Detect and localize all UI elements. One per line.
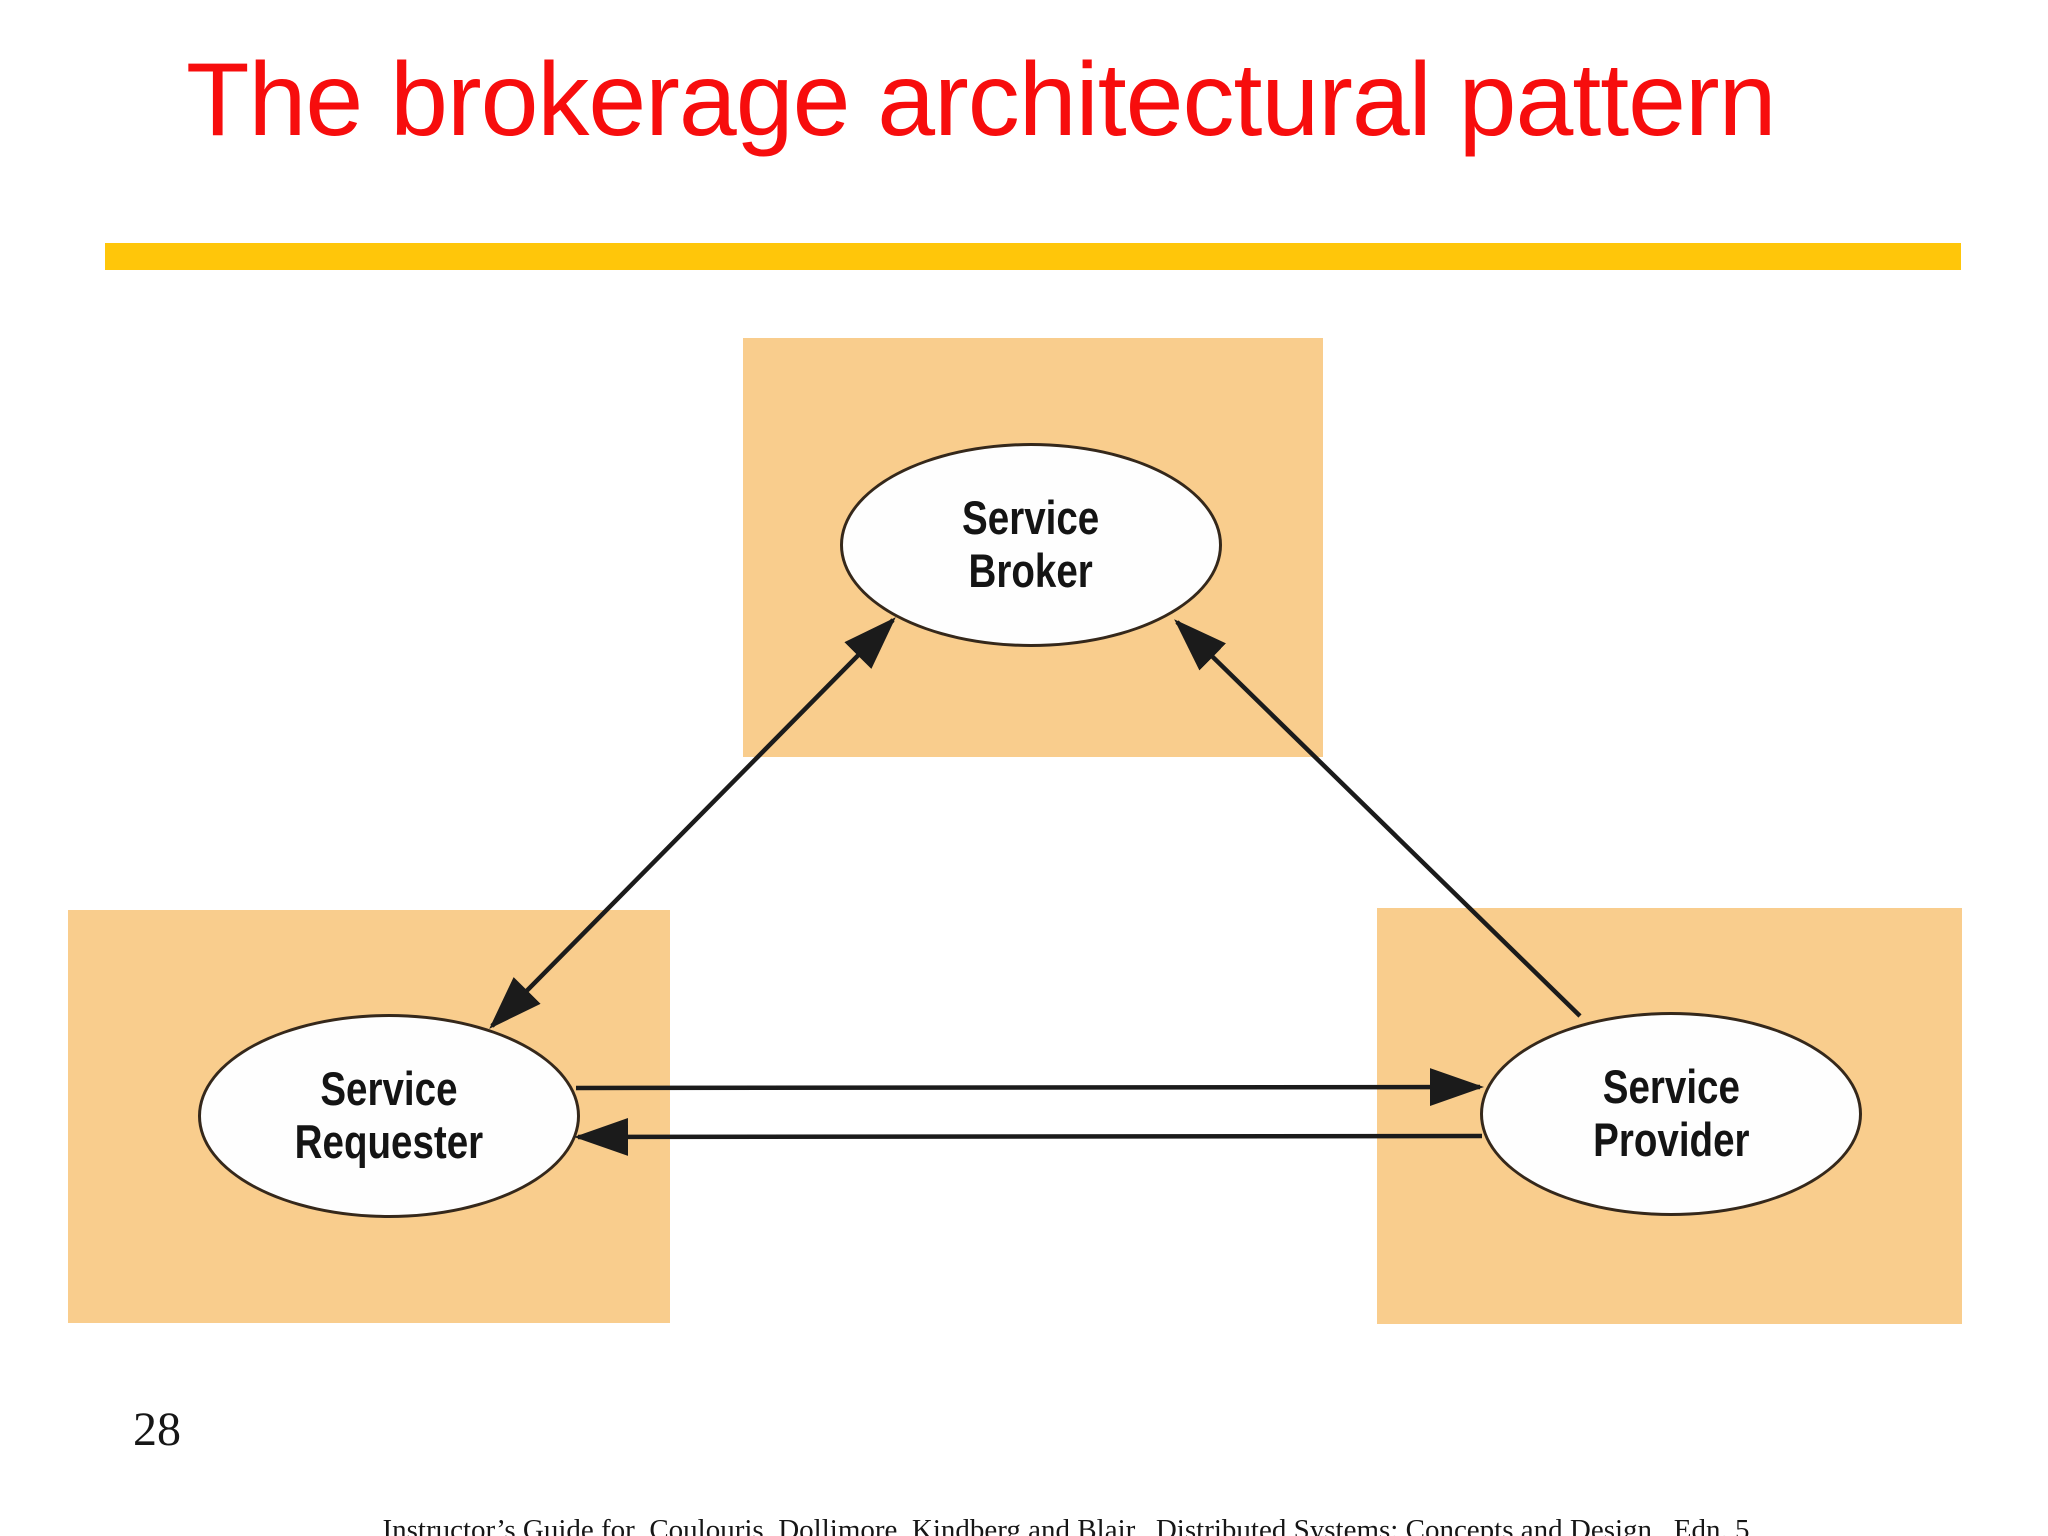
provider-label-line2: Provider (1592, 1113, 1750, 1166)
footer: Instructor’s Guide for Coulouris, Dollim… (382, 1440, 1749, 1536)
title-underline-bar (105, 243, 1961, 270)
node-service-broker: Service Broker (840, 443, 1222, 647)
node-service-provider: Service Provider (1480, 1012, 1862, 1216)
page-number: 28 (133, 1403, 181, 1456)
provider-label-line1: Service (1602, 1060, 1740, 1114)
arrow-provider-to-requester (574, 1117, 1483, 1156)
requester-label-line2: Requester (294, 1115, 484, 1168)
arrow-requester-to-provider (575, 1068, 1484, 1107)
footer-line1: Instructor’s Guide for Coulouris, Dollim… (382, 1514, 1750, 1536)
requester-label-line1: Service (320, 1062, 458, 1116)
node-service-requester: Service Requester (198, 1014, 580, 1218)
broker-label-line1: Service (962, 491, 1100, 545)
slide-title: The brokerage architectural pattern (186, 42, 1776, 158)
broker-label-line2: Broker (968, 544, 1094, 597)
